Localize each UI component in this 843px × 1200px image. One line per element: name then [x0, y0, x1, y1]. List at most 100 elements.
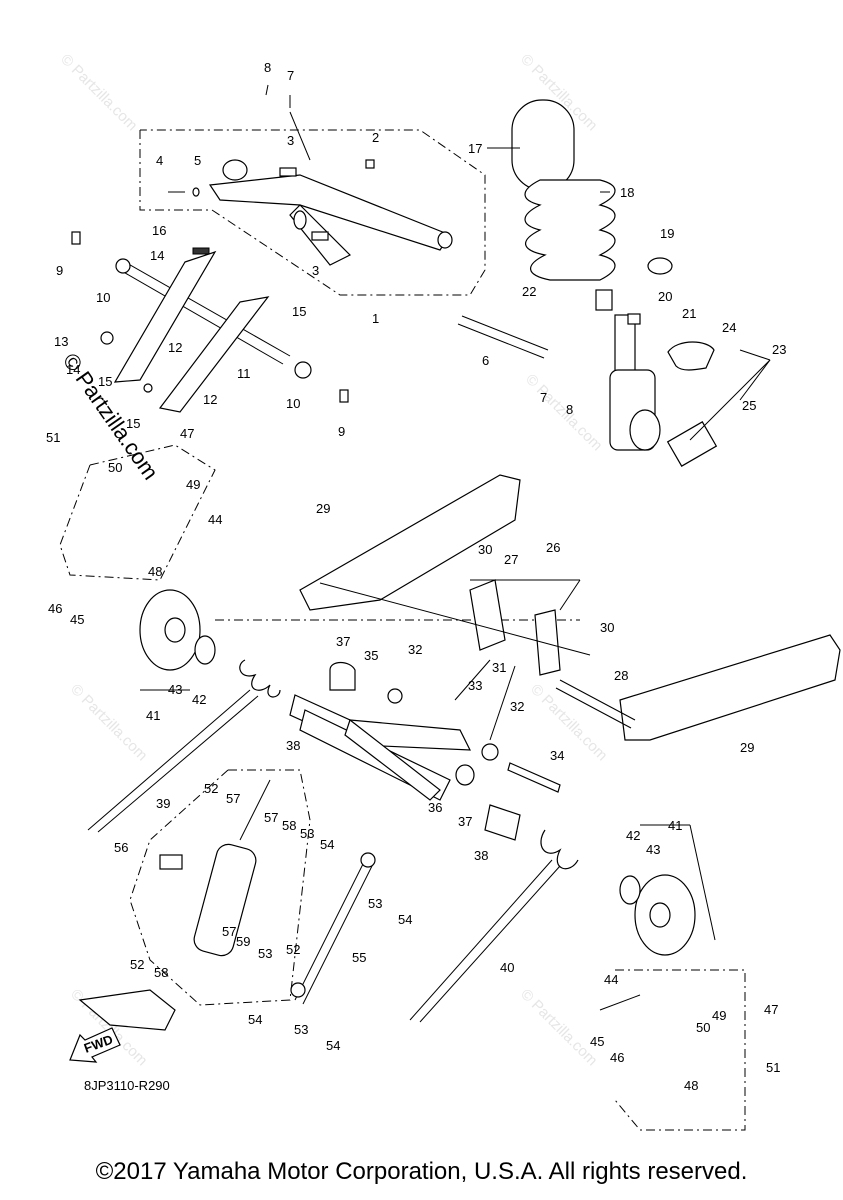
callout-47: 47 [764, 1002, 778, 1017]
watermark: © Partzilla.com [67, 681, 150, 764]
callout-57: 57 [264, 810, 278, 825]
callout-40: 40 [500, 960, 514, 975]
callout-9: 9 [338, 424, 345, 439]
callout-12: 12 [203, 392, 217, 407]
callout-20: 20 [658, 289, 672, 304]
callout-14: 14 [150, 248, 164, 263]
callout-43: 43 [168, 682, 182, 697]
callout-51: 51 [766, 1060, 780, 1075]
callout-32: 32 [510, 699, 524, 714]
callout-10: 10 [286, 396, 300, 411]
watermark: © Partzilla.com [517, 986, 600, 1069]
callout-31: 31 [492, 660, 506, 675]
callout-44: 44 [208, 512, 222, 527]
callout-56: 56 [114, 840, 128, 855]
callout-46: 46 [48, 601, 62, 616]
watermark: © Partzilla.com [57, 51, 140, 134]
callout-28: 28 [614, 668, 628, 683]
callout-53: 53 [368, 896, 382, 911]
callout-30: 30 [478, 542, 492, 557]
callout-32: 32 [408, 642, 422, 657]
callout-54: 54 [326, 1038, 340, 1053]
callout-3: 3 [287, 133, 294, 148]
callout-47: 47 [180, 426, 194, 441]
torsion-springs [87, 659, 579, 1023]
callout-7: 7 [540, 390, 547, 405]
watermark: © Partzilla.com [527, 681, 610, 764]
callout-43: 43 [646, 842, 660, 857]
callout-53: 53 [300, 826, 314, 841]
callout-54: 54 [320, 837, 334, 852]
callout-23: 23 [772, 342, 786, 357]
callout-50: 50 [108, 460, 122, 475]
callout-42: 42 [626, 828, 640, 843]
callout-39: 39 [156, 796, 170, 811]
callout-36: 36 [428, 800, 442, 815]
callout-6: 6 [482, 353, 489, 368]
callout-15: 15 [292, 304, 306, 319]
shaft [461, 315, 549, 351]
idler-wheels [139, 589, 696, 956]
copyright-notice: ©2017 Yamaha Motor Corporation, U.S.A. A… [95, 1158, 748, 1185]
callout-53: 53 [258, 946, 272, 961]
callout-11: 11 [237, 366, 251, 381]
callout-24: 24 [722, 320, 736, 335]
callout-58: 59 [236, 934, 250, 949]
group-boxes [59, 129, 746, 1131]
callout-54: 54 [398, 912, 412, 927]
callout-30: 30 [600, 620, 614, 635]
callout-26: 26 [546, 540, 560, 555]
callout-34: 34 [550, 748, 564, 763]
callout-13: 13 [54, 334, 68, 349]
callout-51: 51 [46, 430, 60, 445]
callout-5: 5 [194, 153, 201, 168]
callout-52: 52 [286, 942, 300, 957]
shaft [457, 323, 545, 359]
callout-52: 52 [204, 781, 218, 796]
callout-8: 8 [566, 402, 573, 417]
callout-41: 41 [668, 818, 682, 833]
left-rear-arm [71, 231, 349, 413]
leader-lines [140, 84, 771, 1011]
callout-58: 58 [282, 818, 296, 833]
callout-1: 1 [372, 311, 379, 326]
callout-49: 49 [712, 1008, 726, 1023]
callout-8: 8 [264, 60, 271, 75]
callout-2: 2 [372, 130, 379, 145]
callout-29: 29 [740, 740, 754, 755]
rear-shock [511, 99, 718, 467]
callout-35: 35 [364, 648, 378, 663]
callout-46: 46 [610, 1050, 624, 1065]
callout-18: 18 [620, 185, 634, 200]
upper-arm-assembly [168, 159, 453, 266]
watermark: © Partzilla.com [522, 371, 605, 454]
callout-7: 7 [287, 68, 294, 83]
forward-arrow: FWD [69, 1027, 121, 1063]
callout-21: 21 [682, 306, 696, 321]
callout-labels: 1 2 3 3 4 5 6 7 7 8 8 9 9 10 10 11 12 12… [46, 60, 786, 1093]
callout-15: 15 [126, 416, 140, 431]
callout-49: 49 [186, 477, 200, 492]
callout-38: 38 [474, 848, 488, 863]
callout-4: 4 [156, 153, 163, 168]
callout-16: 16 [152, 223, 166, 238]
callout-45: 45 [70, 612, 84, 627]
callout-25: 25 [742, 398, 756, 413]
callout-37: 37 [458, 814, 472, 829]
callout-10: 10 [96, 290, 110, 305]
rear-axle-assembly [289, 579, 636, 841]
callout-57: 57 [222, 924, 236, 939]
callout-48: 48 [684, 1078, 698, 1093]
callout-17: 17 [468, 141, 482, 156]
callout-55: 55 [352, 950, 366, 965]
callout-48: 48 [148, 564, 162, 579]
callout-42: 42 [192, 692, 206, 707]
front-shock-assembly [78, 779, 376, 1031]
callout-37: 37 [336, 634, 350, 649]
callout-3: 3 [312, 263, 319, 278]
callout-45: 45 [590, 1034, 604, 1049]
callout-44: 44 [604, 972, 618, 987]
callout-33: 33 [468, 678, 482, 693]
callout-52: 52 [130, 957, 144, 972]
